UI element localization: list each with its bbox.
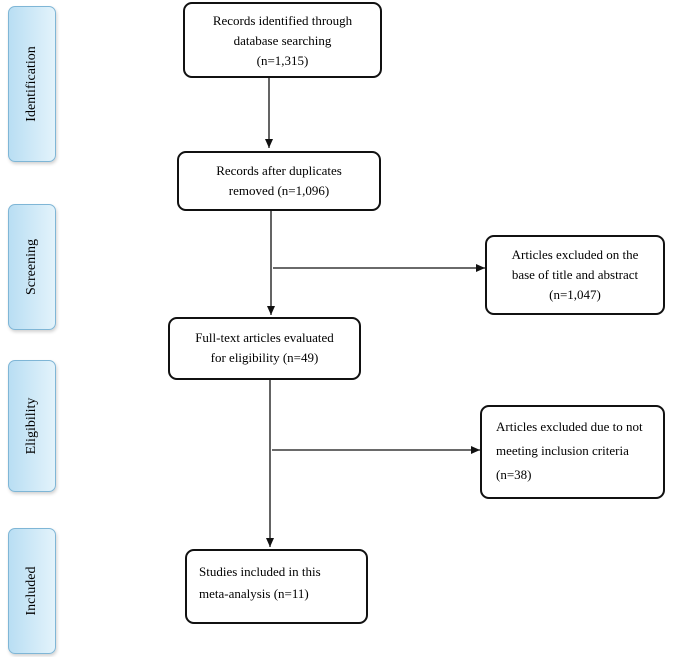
box-studies-included-line-1: Studies included in this bbox=[199, 564, 321, 579]
box-full-text-evaluated-line-2: for eligibility (n=49) bbox=[210, 350, 319, 365]
box-excluded-title-abstract-line-2: base of title and abstract bbox=[511, 267, 639, 282]
box-studies-included-line-2: meta-analysis (n=11) bbox=[199, 586, 309, 601]
box-excluded-criteria: Articles excluded due to not meeting inc… bbox=[480, 405, 665, 499]
box-full-text-evaluated: Full-text articles evaluated for eligibi… bbox=[168, 317, 361, 380]
box-excluded-title-abstract: Articles excluded on the base of title a… bbox=[485, 235, 665, 315]
box-excluded-title-abstract-line-3: (n=1,047) bbox=[549, 287, 601, 302]
box-studies-included: Studies included in this meta-analysis (… bbox=[185, 549, 368, 624]
box-records-identified-line-1: Records identified through bbox=[212, 13, 353, 28]
box-excluded-title-abstract-line-1: Articles excluded on the bbox=[511, 247, 639, 262]
box-records-identified-line-3: (n=1,315) bbox=[256, 53, 309, 68]
stage-screening: Screening bbox=[8, 204, 56, 330]
box-records-after-duplicates-line-1: Records after duplicates bbox=[216, 163, 342, 178]
box-records-identified: Records identified through database sear… bbox=[183, 2, 382, 78]
box-records-after-duplicates-line-2: removed (n=1,096) bbox=[228, 183, 330, 198]
box-full-text-evaluated-line-1: Full-text articles evaluated bbox=[195, 330, 334, 345]
box-records-identified-line-2: database searching bbox=[233, 33, 332, 48]
box-excluded-criteria-line-3: (n=38) bbox=[496, 467, 532, 482]
stage-included: Included bbox=[8, 528, 56, 654]
box-records-after-duplicates: Records after duplicates removed (n=1,09… bbox=[177, 151, 381, 211]
box-excluded-criteria-line-2: meeting inclusion criteria bbox=[496, 443, 629, 458]
stage-identification: Identification bbox=[8, 6, 56, 162]
box-excluded-criteria-line-1: Articles excluded due to not bbox=[496, 419, 643, 434]
stage-eligibility: Eligibility bbox=[8, 360, 56, 492]
